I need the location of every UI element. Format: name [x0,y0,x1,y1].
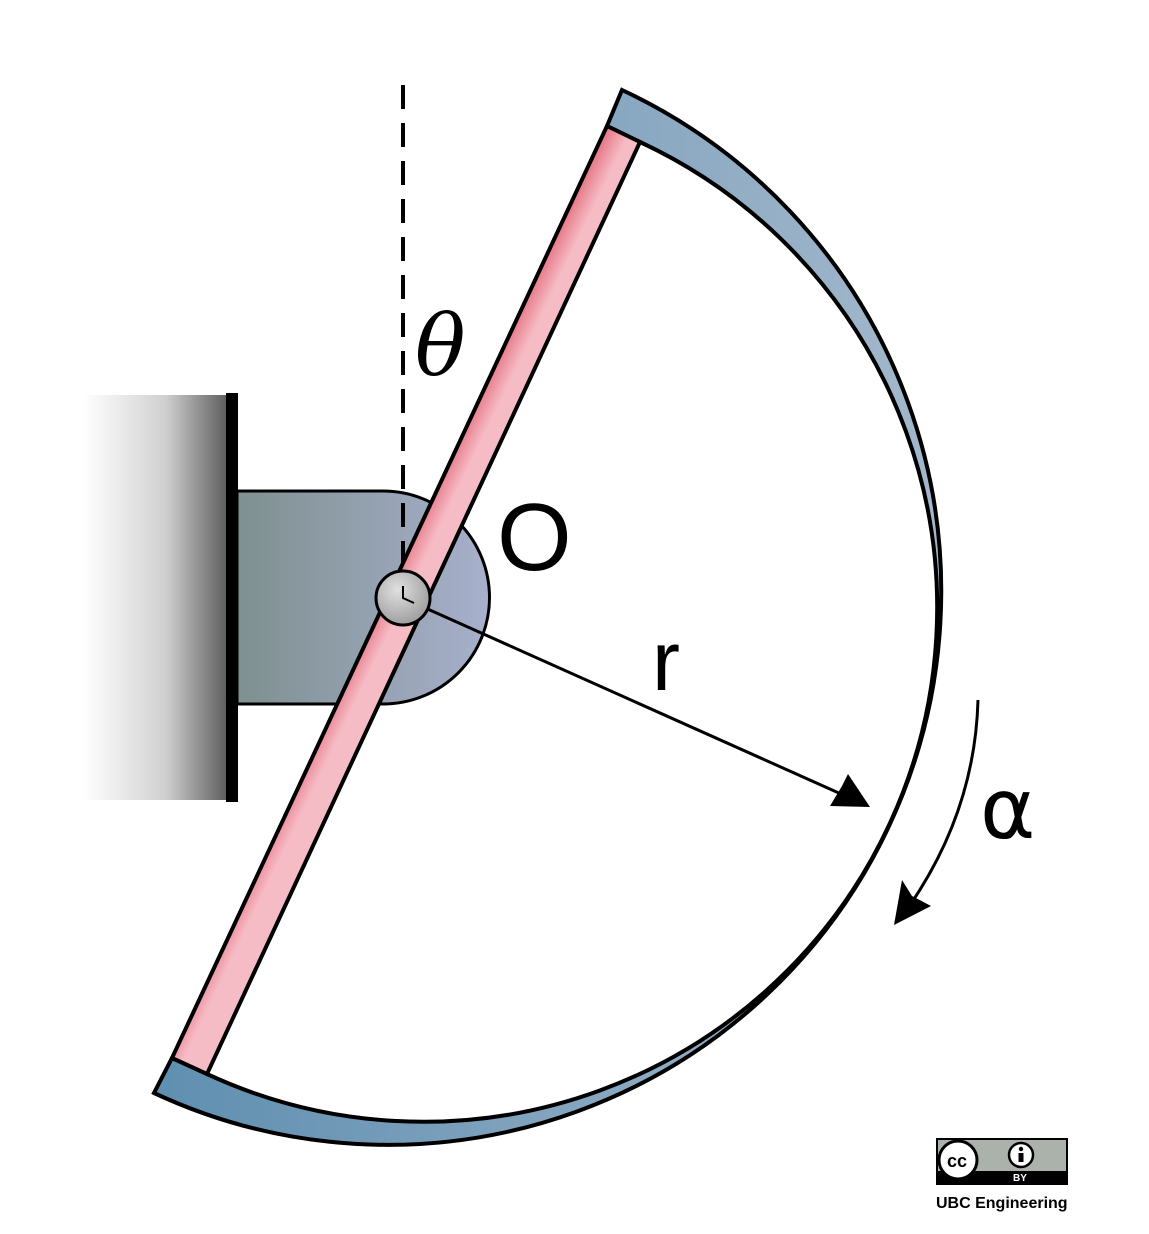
wall-block [84,395,232,800]
alpha-arrow [894,699,980,925]
cc-by-badge: cc BY [936,1138,1068,1185]
cc-icon [937,1139,979,1181]
wall-edge [226,393,238,802]
wall-support [84,393,238,802]
semicircle-rim [151,87,944,1147]
by-text: BY [1013,1173,1027,1184]
theta-label: θ [415,297,466,395]
alpha-arrowhead [894,880,931,925]
pivot-marker [402,586,415,604]
pivot-label: O [497,484,572,591]
alpha-label: α [980,760,1035,858]
radius-arrowhead [830,774,870,807]
cc-icon-text: cc [947,1151,967,1171]
radius-arrow [402,596,870,807]
credit-text: UBC Engineering [936,1195,1068,1212]
radius-label: r [652,614,680,708]
